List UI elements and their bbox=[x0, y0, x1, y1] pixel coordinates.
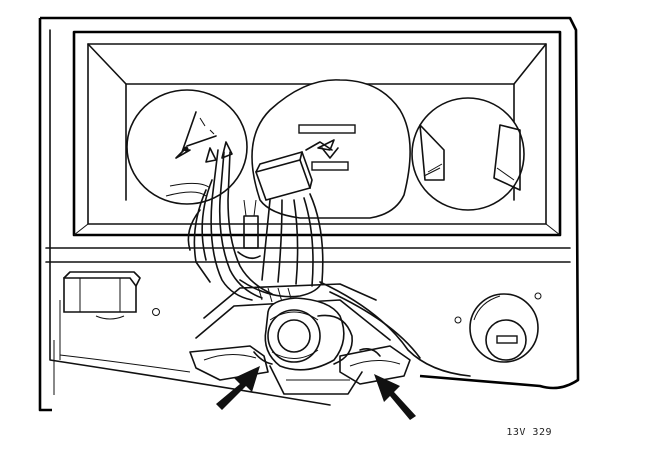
ignition-lock bbox=[454, 292, 542, 363]
steering-column bbox=[189, 281, 471, 395]
wiring-harness bbox=[165, 141, 324, 303]
clock-gauge bbox=[126, 89, 248, 205]
figure-reference-code: 13V 329 bbox=[506, 427, 552, 438]
arrow-left bbox=[216, 366, 260, 410]
dashboard-panel bbox=[38, 16, 580, 412]
light-switch bbox=[63, 271, 160, 320]
arrow-right bbox=[374, 374, 416, 420]
combination-gauge bbox=[411, 97, 525, 211]
connector-plug bbox=[254, 141, 339, 201]
